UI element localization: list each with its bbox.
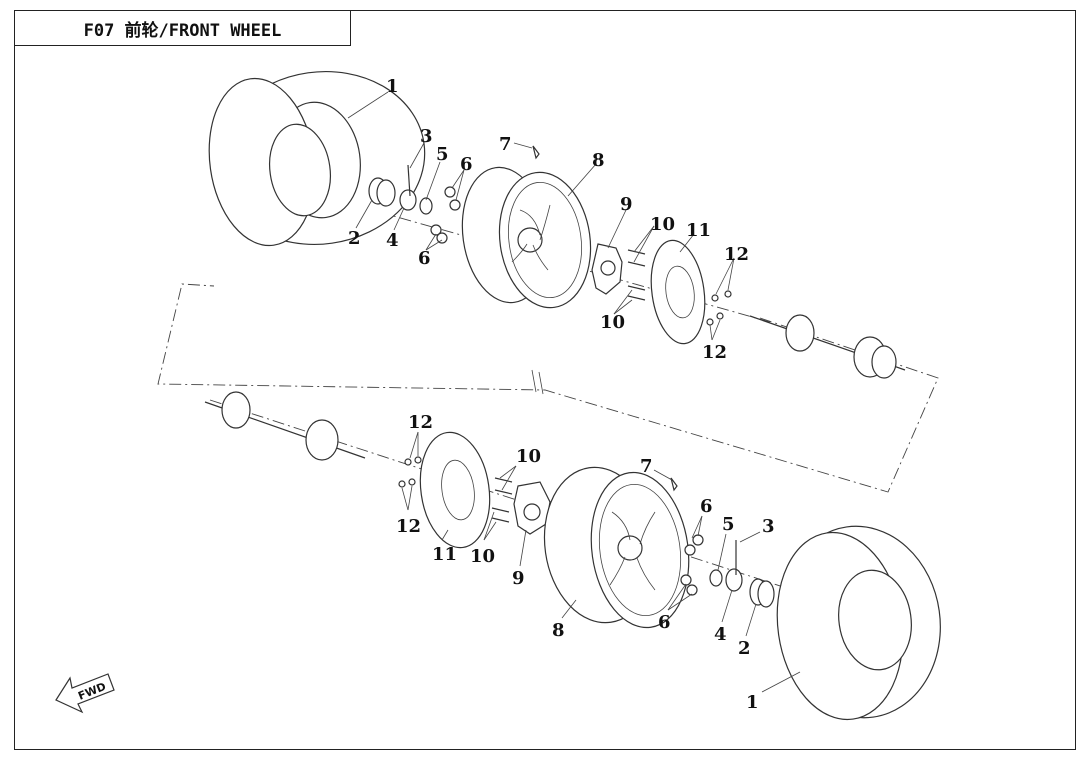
callout-3-bottom: 3 xyxy=(762,516,775,537)
callout-6a-top: 6 xyxy=(460,154,473,175)
disc-bolts-bottom xyxy=(398,456,422,488)
callout-7-bottom: 7 xyxy=(640,456,653,477)
tire-bottom xyxy=(776,525,941,721)
castle-nut-bottom xyxy=(725,540,743,592)
callout-3-top: 3 xyxy=(420,126,433,147)
shaft-path-line xyxy=(157,283,939,493)
brake-disc-bottom xyxy=(419,431,491,549)
callout-1-top: 1 xyxy=(386,76,399,97)
callout-1-bottom: 1 xyxy=(746,692,759,713)
callout-12b-top: 12 xyxy=(702,342,727,363)
fwd-label: FWD xyxy=(76,680,108,703)
break-mark xyxy=(531,369,537,393)
drive-shaft-top xyxy=(749,314,906,379)
callout-7-top: 7 xyxy=(499,134,512,155)
castle-nut-top xyxy=(399,164,417,211)
valve-bottom xyxy=(670,477,678,492)
callout-11-top: 11 xyxy=(686,220,711,241)
studs-bottom xyxy=(491,477,513,523)
callout-10b-top: 10 xyxy=(600,312,625,333)
lug-nuts-top xyxy=(430,186,461,244)
callout-2-bottom: 2 xyxy=(738,638,751,659)
callout-2-top: 2 xyxy=(348,228,361,249)
disc-bolts-top xyxy=(706,290,732,326)
callout-10a-bottom: 10 xyxy=(516,446,541,467)
page-title: F07 前轮/FRONT WHEEL xyxy=(14,10,351,46)
tire-top xyxy=(208,70,426,247)
callout-10a-top: 10 xyxy=(650,214,675,235)
studs-top xyxy=(627,249,646,301)
callout-labels: 1 2 3 4 5 6 6 7 8 9 10 10 11 12 12 12 12… xyxy=(348,76,775,713)
callout-12b-bottom: 12 xyxy=(396,516,421,537)
callout-8-bottom: 8 xyxy=(552,620,565,641)
callout-4-top: 4 xyxy=(386,230,399,251)
callout-6b-top: 6 xyxy=(418,248,431,269)
break-mark xyxy=(538,371,544,395)
hub-top xyxy=(591,243,623,295)
callout-10b-bottom: 10 xyxy=(470,546,495,567)
callout-6a-bottom: 6 xyxy=(700,496,713,517)
washer-bottom xyxy=(709,569,723,587)
callout-4-bottom: 4 xyxy=(714,624,727,645)
drawing-frame xyxy=(14,10,1076,750)
valve-top xyxy=(532,145,540,160)
callout-8-top: 8 xyxy=(592,150,605,171)
callout-5-bottom: 5 xyxy=(722,514,735,535)
hub-cap-bottom xyxy=(749,578,775,608)
hub-bottom xyxy=(513,481,551,535)
callout-12a-bottom: 12 xyxy=(408,412,433,433)
callout-9-bottom: 9 xyxy=(512,568,525,589)
callout-11-bottom: 11 xyxy=(432,544,457,565)
leader-lines xyxy=(347,91,801,693)
callout-12a-top: 12 xyxy=(724,244,749,265)
callout-6b-bottom: 6 xyxy=(658,612,671,633)
fwd-arrow-icon: FWD xyxy=(55,673,115,714)
brake-disc-top xyxy=(650,239,706,345)
lug-nuts-bottom xyxy=(680,534,704,596)
hub-cap-top xyxy=(368,177,396,207)
rim-bottom xyxy=(543,466,690,629)
washer-top xyxy=(419,197,433,215)
drive-shaft-bottom xyxy=(204,391,366,461)
callout-5-top: 5 xyxy=(436,144,449,165)
rim-top xyxy=(461,166,592,309)
callout-9-top: 9 xyxy=(620,194,633,215)
